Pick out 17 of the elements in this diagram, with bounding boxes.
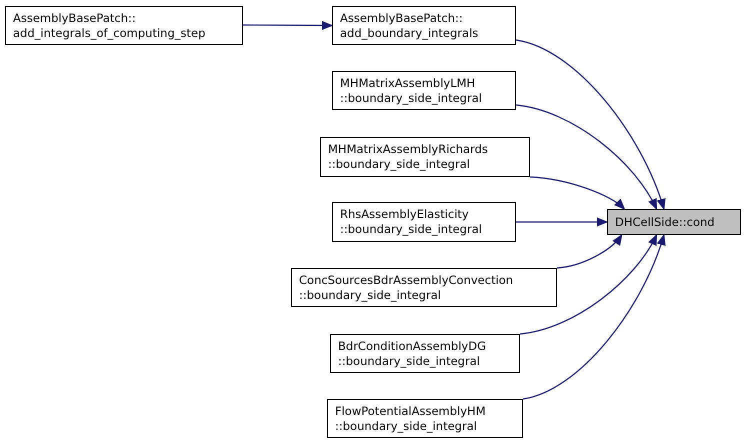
arrow — [516, 39, 666, 210]
arrow — [520, 234, 658, 335]
function-box: BdrConditionAssemblyDG ::boundary_side_integral — [330, 334, 520, 373]
arrow — [522, 234, 666, 400]
function-box: MHMatrixAssemblyLMH ::boundary_side_integral — [332, 71, 516, 110]
function-box: AssemblyBasePatch:: add_boundary_integrals — [332, 6, 516, 45]
function-box: RhsAssemblyElasticity ::boundary_side_integral — [332, 202, 516, 242]
function-box: FlowPotentialAssemblyHM ::boundary_side_integral — [327, 399, 523, 438]
arrow — [516, 104, 658, 210]
arrow — [516, 218, 608, 226]
function-box: AssemblyBasePatch:: add_integrals_of_computing_step — [5, 6, 243, 45]
arrow — [243, 21, 332, 30]
function-box: MHMatrixAssemblyRichards ::boundary_side_integral — [320, 137, 530, 177]
arrow — [556, 234, 622, 269]
arrow — [530, 176, 625, 210]
function-box: ConcSourcesBdrAssemblyConvection ::boundary_side_integral — [291, 268, 557, 307]
highlighted-function-box: DHCellSide::cond — [607, 209, 741, 235]
